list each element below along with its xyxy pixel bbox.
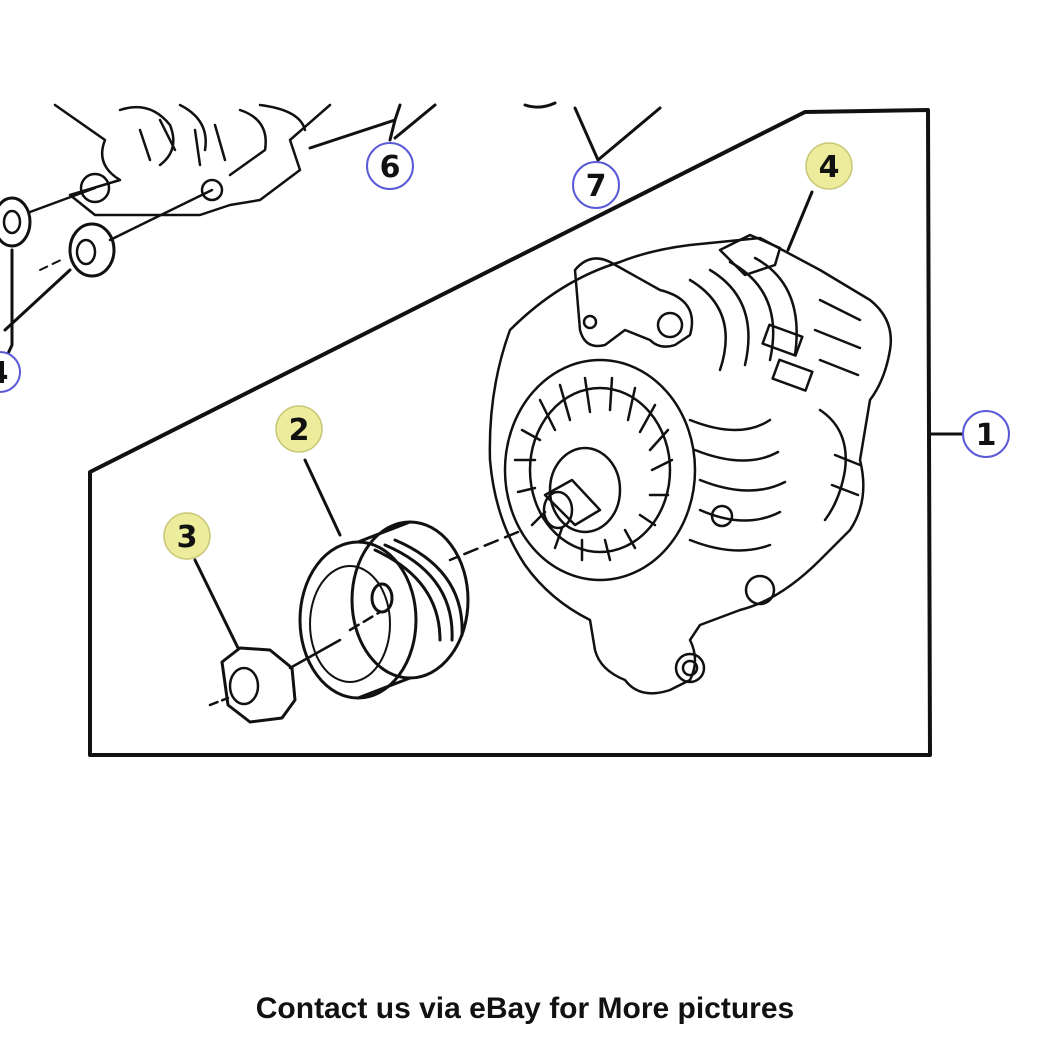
callout-4-label: 4 <box>819 150 840 185</box>
callout-3-label: 3 <box>177 520 198 555</box>
contact-caption: Contact us via eBay for More pictures <box>255 992 795 1025</box>
callout-1-label: 1 <box>976 418 997 453</box>
callout-1: 1 <box>962 410 1010 458</box>
callout-6-label: 6 <box>380 150 401 185</box>
pulley <box>298 458 470 700</box>
callout-3: 3 <box>163 512 211 560</box>
engine-bracket-fragment <box>0 103 332 362</box>
assembly-outline <box>88 108 932 757</box>
callout-2-label: 2 <box>289 413 310 448</box>
callout-6: 6 <box>366 142 414 190</box>
callout-7-label: 7 <box>586 169 607 204</box>
alternator <box>488 190 893 695</box>
callout-5-label: 4 <box>0 356 8 391</box>
pulley-nut <box>193 558 342 724</box>
callout-leaders-top <box>308 101 662 162</box>
callout-5-partial: 4 <box>0 351 21 393</box>
callout-2: 2 <box>275 405 323 453</box>
callout-7: 7 <box>572 161 620 209</box>
callout-4: 4 <box>805 142 853 190</box>
